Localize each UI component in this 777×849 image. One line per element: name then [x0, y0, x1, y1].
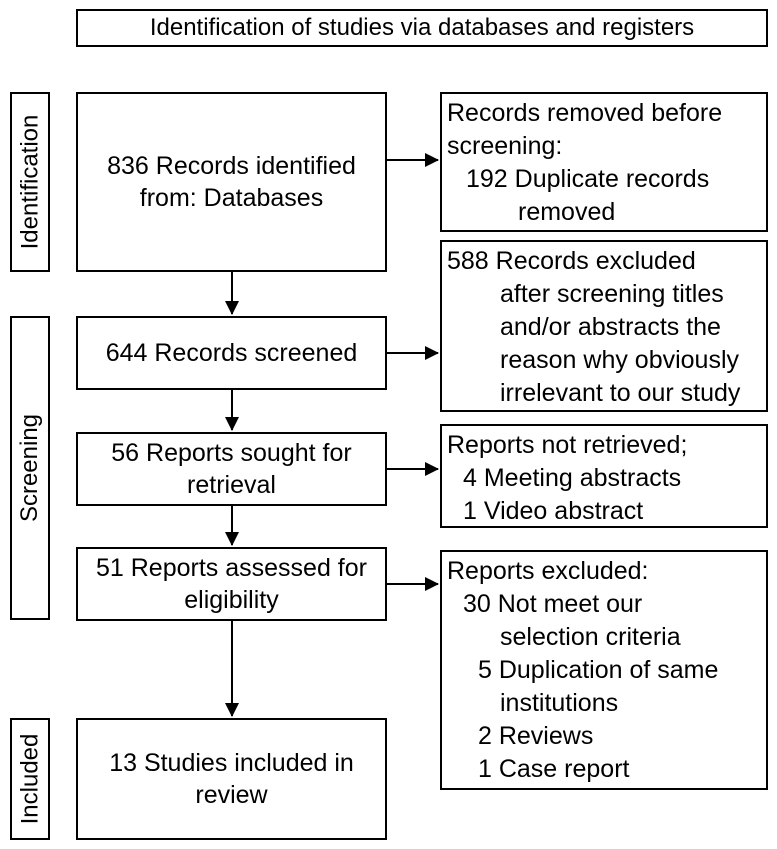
header-box: Identification of studies via databases … [76, 9, 768, 47]
removed-line2: screening: [447, 132, 563, 160]
removed-line1: Records removed before [447, 99, 723, 127]
removed-line4: removed [518, 198, 616, 226]
reports-excluded-line5: institutions [500, 689, 619, 717]
not-retrieved-line1: Reports not retrieved; [447, 431, 688, 459]
records-screened-box: 644 Records screened [76, 316, 387, 390]
reports-sought-box: 56 Reports sought for retrieval [76, 432, 387, 506]
reports-excluded-line6: 2 Reviews [478, 722, 594, 750]
records-identified-line2: from: Databases [139, 184, 324, 212]
phase-included: Included [10, 718, 50, 840]
reports-assessed-line2: eligibility [184, 586, 279, 614]
phase-identification: Identification [10, 92, 50, 272]
reports-excluded-line2: 30 Not meet our [463, 590, 643, 618]
removed-line3: 192 Duplicate records [466, 165, 710, 193]
records-removed-box: Records removed before screening: 192 Du… [440, 92, 768, 232]
not-retrieved-line3: 1 Video abstract [463, 497, 644, 525]
reports-sought-line2: retrieval [187, 471, 276, 499]
reports-assessed-line1: 51 Reports assessed for [96, 554, 367, 582]
excluded-line1: 588 Records excluded [447, 247, 696, 275]
records-excluded-box: 588 Records excluded after screening tit… [440, 240, 768, 412]
records-identified-box: 836 Records identified from: Databases [76, 92, 387, 272]
phase-screening: Screening [10, 316, 50, 620]
reports-excluded-line4: 5 Duplication of same [478, 656, 719, 684]
studies-included-box: 13 Studies included in review [76, 718, 387, 840]
studies-included-line1: 13 Studies included in [109, 749, 354, 777]
reports-assessed-box: 51 Reports assessed for eligibility [76, 547, 387, 621]
reports-excluded-line7: 1 Case report [478, 755, 630, 783]
reports-not-retrieved-box: Reports not retrieved; 4 Meeting abstrac… [440, 424, 768, 528]
header-title: Identification of studies via databases … [149, 14, 695, 41]
reports-excluded-line1: Reports excluded: [447, 557, 649, 585]
excluded-line2: after screening titles [500, 280, 724, 308]
studies-included-line2: review [195, 781, 268, 809]
excluded-line3: and/or abstracts the [500, 313, 721, 341]
records-identified-line1: 836 Records identified [107, 152, 356, 180]
records-screened-line1: 644 Records screened [105, 339, 358, 367]
reports-sought-line1: 56 Reports sought for [111, 439, 352, 467]
excluded-line5: irrelevant to our study [500, 379, 741, 407]
reports-excluded-box: Reports excluded: 30 Not meet our select… [440, 550, 768, 790]
reports-excluded-line3: selection criteria [500, 623, 681, 651]
not-retrieved-line2: 4 Meeting abstracts [463, 464, 682, 492]
excluded-line4: reason why obviously [500, 346, 740, 374]
